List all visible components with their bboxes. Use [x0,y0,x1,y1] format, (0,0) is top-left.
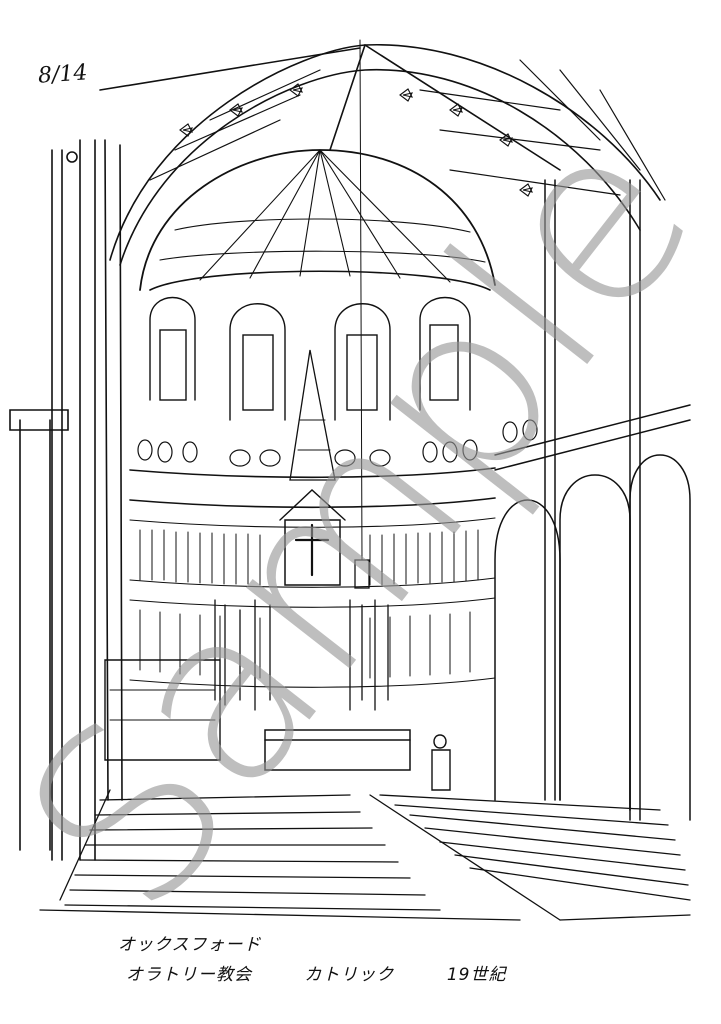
date-note: 8/14 [37,60,89,89]
caption-century: 19世紀 [446,965,507,985]
caption-details: オラトリー教会 カトリック 19世紀 [126,960,552,985]
caption-church-name: オラトリー教会 [126,965,252,985]
caption-location: オックスフォード [118,935,262,955]
caption-denomination: カトリック [304,965,395,985]
